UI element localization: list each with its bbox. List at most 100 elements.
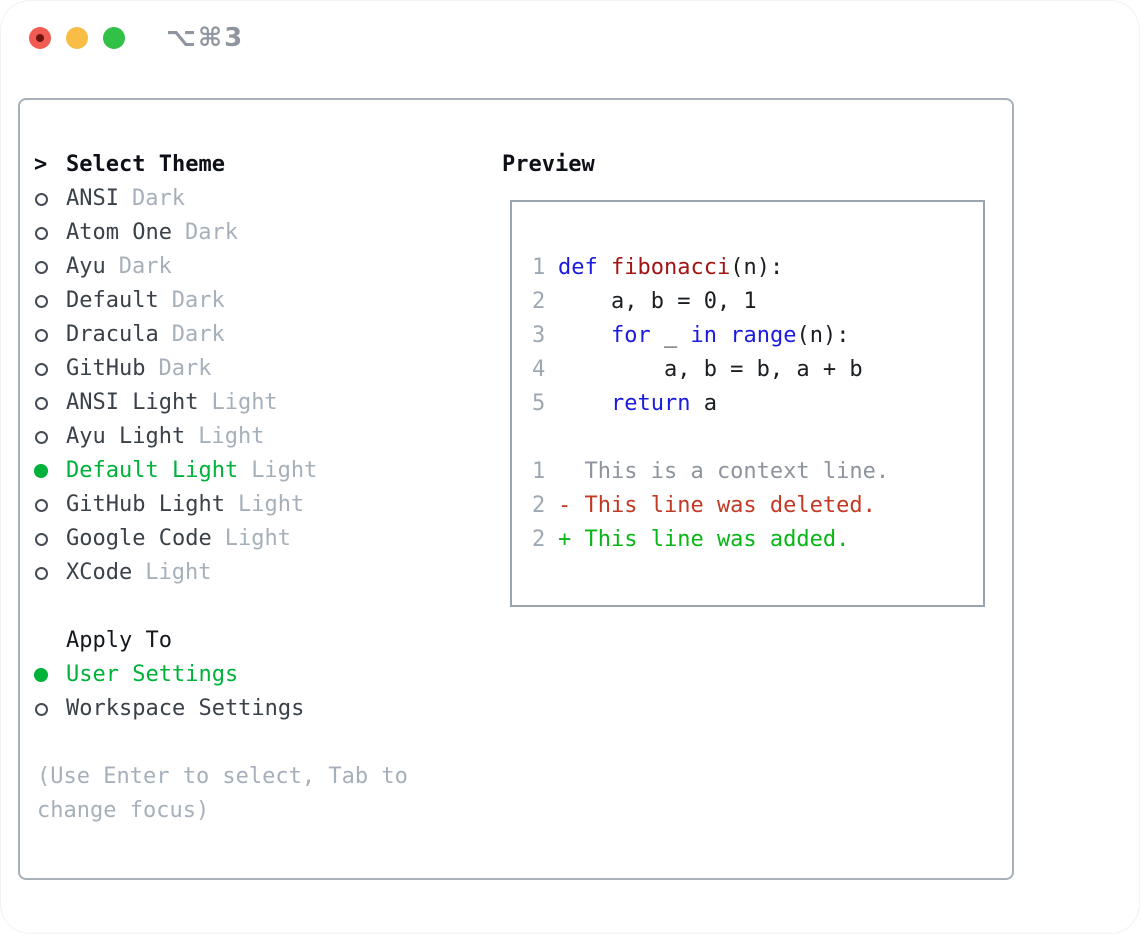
diff-line: 2- This line was deleted. <box>532 489 983 523</box>
diff-line: 2+ This line was added. <box>532 523 983 557</box>
code-token: fibonacci <box>611 255 731 280</box>
theme-option-label: GitHub <box>66 356 146 381</box>
code-line: 5 return a <box>532 387 983 421</box>
radio-icon <box>34 566 66 580</box>
apply-to-label: Apply To <box>66 628 172 653</box>
radio-icon <box>34 328 66 342</box>
spacer <box>532 421 983 455</box>
radio-icon <box>34 498 66 512</box>
code-token <box>598 251 611 285</box>
code-line: 2 a, b = 0, 1 <box>532 285 983 319</box>
radio-icon <box>34 396 66 410</box>
radio-icon <box>35 702 48 716</box>
line-number: 3 <box>532 323 546 348</box>
code-token <box>717 319 730 353</box>
radio-icon <box>34 294 66 308</box>
preview-heading: Preview <box>502 152 595 177</box>
line-number: 4 <box>532 357 546 382</box>
radio-icon <box>35 192 48 206</box>
code-token <box>558 319 611 353</box>
radio-icon <box>35 532 48 546</box>
radio-icon <box>34 532 66 546</box>
code-token: This is a context line. <box>558 459 890 484</box>
code-token: in <box>690 323 717 348</box>
radio-icon <box>34 192 66 206</box>
theme-variant-label: Light <box>211 390 278 415</box>
radio-selected-icon <box>34 668 66 682</box>
traffic-lights <box>29 27 125 49</box>
apply-option[interactable]: Workspace Settings <box>34 692 484 726</box>
hint-text: (Use Enter to select, Tab to change focu… <box>37 764 408 823</box>
cursor-icon: > <box>34 152 48 177</box>
apply-to-heading: Apply To <box>34 624 484 658</box>
radio-icon <box>35 498 48 512</box>
theme-variant-label: Dark <box>158 356 212 381</box>
code-token: range <box>730 323 797 348</box>
code-token: return <box>610 391 691 416</box>
theme-option[interactable]: Default Light Light <box>34 454 484 488</box>
code-token: for <box>610 323 651 348</box>
radio-icon <box>35 566 48 580</box>
radio-icon <box>35 294 48 308</box>
code-token: a, b = 0, 1 <box>558 289 757 314</box>
minimize-button[interactable] <box>66 27 88 49</box>
code-token: (n): <box>730 255 784 280</box>
theme-option-label: ANSI Light <box>66 390 199 415</box>
close-button[interactable] <box>29 27 51 49</box>
code-token: a <box>690 391 717 416</box>
spacer <box>34 590 484 624</box>
line-number: 2 <box>532 289 546 314</box>
theme-variant-label: Dark <box>118 254 172 279</box>
theme-option-label: Default <box>66 288 159 313</box>
code-token: a, b = b, a + b <box>558 357 863 382</box>
theme-variant-label: Dark <box>171 322 225 347</box>
theme-option-label: Ayu <box>66 254 106 279</box>
apply-option-label: User Settings <box>66 662 239 687</box>
code-line: 3 for _ in range(n): <box>532 319 983 353</box>
theme-option-label: XCode <box>66 560 133 585</box>
theme-variant-label: Light <box>237 492 305 517</box>
theme-option[interactable]: Ayu Dark <box>34 250 484 284</box>
radio-icon <box>34 260 66 274</box>
select-theme-heading: > Select Theme <box>34 148 484 182</box>
theme-option-label: Google Code <box>66 526 212 551</box>
theme-option-label: Ayu Light <box>66 424 186 449</box>
theme-option[interactable]: GitHub Dark <box>34 352 484 386</box>
theme-variant-label: Light <box>251 458 318 483</box>
radio-selected-icon <box>34 464 48 478</box>
theme-option-label: Default Light <box>66 458 239 483</box>
theme-option-label: GitHub Light <box>66 492 225 517</box>
apply-option[interactable]: User Settings <box>34 658 484 692</box>
radio-icon <box>34 702 66 716</box>
theme-variant-label: Dark <box>184 220 238 245</box>
spacer <box>34 726 484 760</box>
code-token: - This line was deleted. <box>558 493 876 518</box>
select-theme-label: Select Theme <box>66 152 225 177</box>
window-title: ⌥⌘3 <box>166 23 245 53</box>
theme-variant-label: Light <box>224 526 291 551</box>
line-number: 2 <box>532 527 546 552</box>
radio-icon <box>35 226 48 240</box>
theme-option[interactable]: Google Code Light <box>34 522 484 556</box>
radio-icon <box>34 226 66 240</box>
code-token <box>558 387 611 421</box>
theme-option[interactable]: GitHub Light Light <box>34 488 484 522</box>
zoom-button[interactable] <box>103 27 125 49</box>
code-token: def <box>558 255 598 280</box>
code-line: 4 a, b = b, a + b <box>532 353 983 387</box>
theme-option[interactable]: ANSI Light Light <box>34 386 484 420</box>
